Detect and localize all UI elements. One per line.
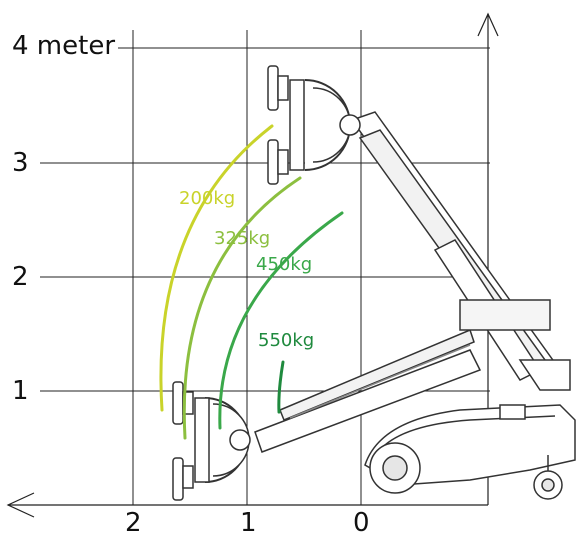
machine-base-illustration <box>364 299 576 500</box>
capacity-label-550kg: 550kg <box>258 330 315 351</box>
arc-450kg <box>218 211 344 430</box>
y-label-3: 3 <box>12 148 29 178</box>
arc-200kg <box>159 124 274 412</box>
x-label-0: 0 <box>353 508 370 538</box>
capacity-label-200kg: 200kg <box>179 188 236 209</box>
y-axis-arrow-icon <box>477 12 499 37</box>
capacity-arcs <box>159 124 344 440</box>
x-label-1: 1 <box>240 508 257 538</box>
arc-550kg <box>277 360 285 414</box>
x-axis-arrow-icon <box>6 492 35 518</box>
boom-lowered-illustration <box>172 328 482 501</box>
x-label-2: 2 <box>125 508 142 538</box>
grid <box>40 30 490 505</box>
y-label-4: 4 meter <box>12 31 116 61</box>
capacity-label-325kg: 325kg <box>214 228 271 249</box>
arc-325kg <box>182 176 302 440</box>
y-label-1: 1 <box>12 376 29 406</box>
capacity-label-450kg: 450kg <box>256 254 313 275</box>
y-label-2: 2 <box>12 262 29 292</box>
